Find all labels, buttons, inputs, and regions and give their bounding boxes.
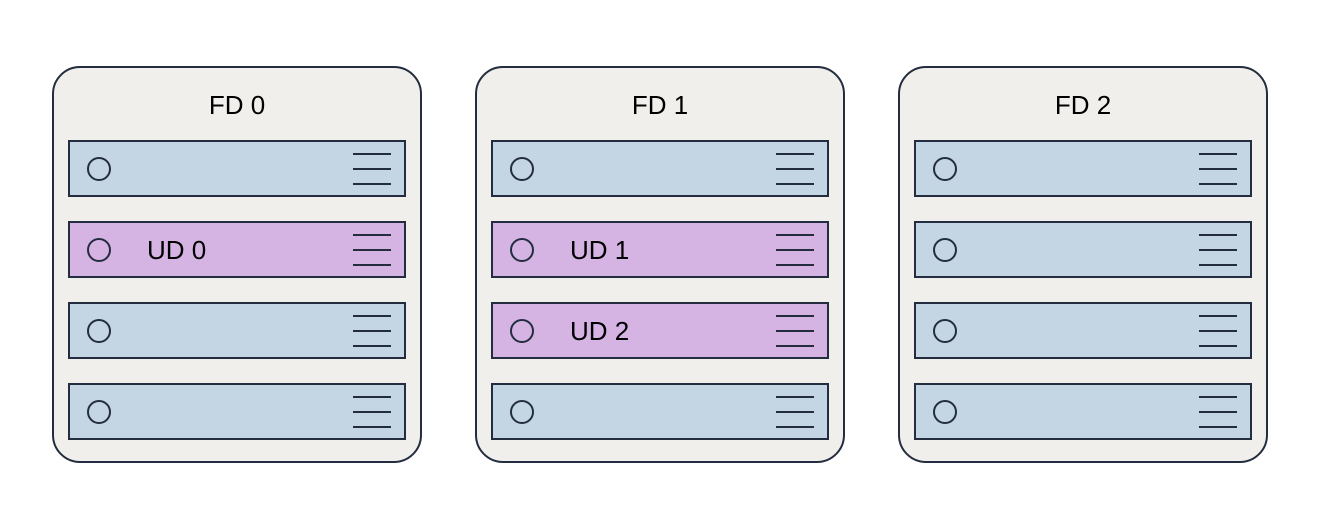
circle-indicator-icon <box>510 318 534 343</box>
server-row <box>491 140 829 197</box>
vent-lines-icon <box>1199 152 1237 185</box>
server-row <box>914 140 1252 197</box>
server-row <box>914 221 1252 278</box>
server-list: UD 0 <box>68 140 406 440</box>
fault-domain-label: FD 1 <box>631 90 689 120</box>
vent-lines-icon <box>776 314 814 347</box>
fault-domain-label: FD 2 <box>1054 90 1112 120</box>
server-list <box>914 140 1252 440</box>
circle-indicator-icon <box>933 318 957 343</box>
vent-lines-icon <box>353 152 391 185</box>
vent-lines-icon <box>776 233 814 266</box>
circle-indicator-icon <box>933 156 957 181</box>
update-domain-label: UD 1 <box>570 234 630 265</box>
circle-indicator-icon <box>510 237 534 262</box>
server-row: UD 0 <box>68 221 406 278</box>
vent-lines-icon <box>353 233 391 266</box>
vent-lines-icon <box>353 395 391 428</box>
circle-indicator-icon <box>87 318 111 343</box>
circle-indicator-icon <box>933 237 957 262</box>
server-row <box>914 302 1252 359</box>
availability-set-diagram: FD 0 UD 0 FD 1 UD 1 UD 2 <box>52 66 1268 463</box>
fault-domain-box: FD 1 UD 1 UD 2 <box>475 66 845 463</box>
vent-lines-icon <box>776 395 814 428</box>
update-domain-label: UD 0 <box>147 234 207 265</box>
server-list: UD 1 UD 2 <box>491 140 829 440</box>
vent-lines-icon <box>1199 314 1237 347</box>
vent-lines-icon <box>776 152 814 185</box>
circle-indicator-icon <box>933 399 957 424</box>
server-row: UD 1 <box>491 221 829 278</box>
circle-indicator-icon <box>87 399 111 424</box>
update-domain-label: UD 2 <box>570 315 630 346</box>
vent-lines-icon <box>353 314 391 347</box>
circle-indicator-icon <box>87 156 111 181</box>
circle-indicator-icon <box>510 156 534 181</box>
fault-domain-box: FD 2 <box>898 66 1268 463</box>
circle-indicator-icon <box>510 399 534 424</box>
fault-domain-label: FD 0 <box>208 90 266 120</box>
vent-lines-icon <box>1199 233 1237 266</box>
server-row <box>68 302 406 359</box>
server-row <box>68 140 406 197</box>
server-row <box>491 383 829 440</box>
fault-domain-box: FD 0 UD 0 <box>52 66 422 463</box>
server-row <box>914 383 1252 440</box>
circle-indicator-icon <box>87 237 111 262</box>
vent-lines-icon <box>1199 395 1237 428</box>
server-row <box>68 383 406 440</box>
server-row: UD 2 <box>491 302 829 359</box>
